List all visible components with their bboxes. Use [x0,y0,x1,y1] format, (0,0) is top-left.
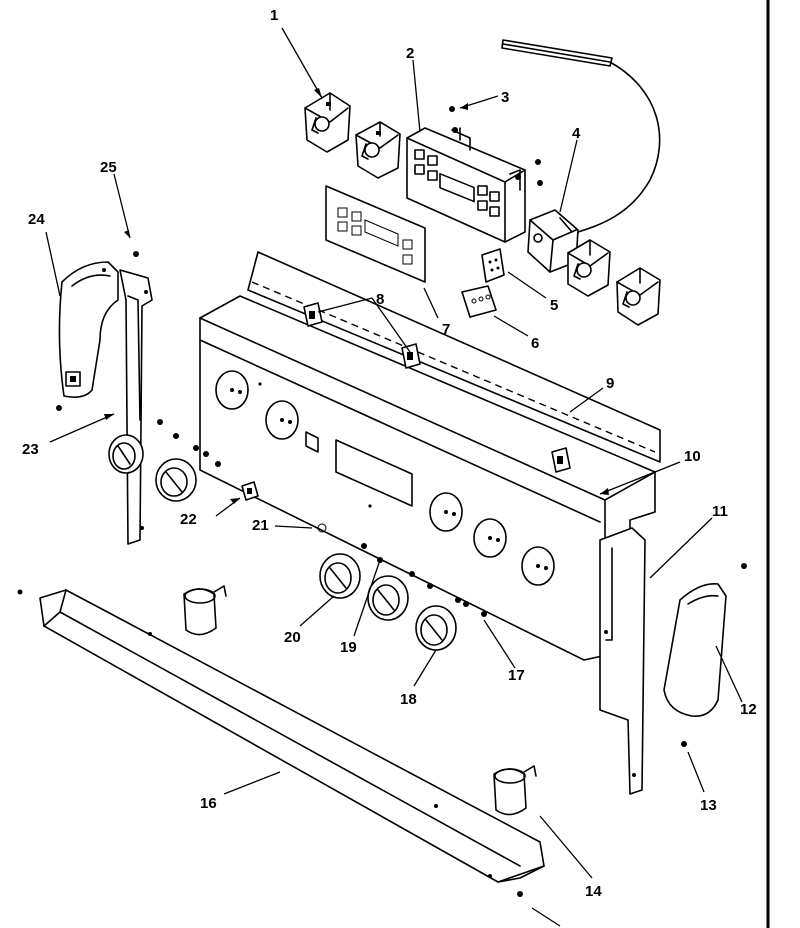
callout-19: 19 [340,639,357,656]
part-1-infinite-switch-2 [355,121,401,179]
screw-25 [133,251,139,257]
callout-14: 14 [585,883,602,900]
part-3-screws [449,106,543,186]
part-2-clock-control [406,127,526,243]
part-14-knob-bushing-lower [493,765,537,816]
callout-21: 21 [252,517,269,534]
infinite-switch-right-2 [616,267,661,326]
callout-10: 10 [684,448,701,465]
callout-22: 22 [180,511,197,528]
part-10-console-panel [199,295,656,661]
callout-6: 6 [531,335,539,352]
infinite-switch-right-1 [567,239,611,297]
screw-13 [681,741,687,747]
callout-5: 5 [550,297,558,314]
part-14-knob-bushing-upper [183,585,227,636]
screw-right-cap [741,563,747,569]
part-4-cable [502,43,661,233]
screw-24 [56,405,62,411]
callout-3: 3 [501,89,509,106]
knob-left-lower [155,458,197,502]
part-5-board [481,248,505,283]
part-16-bottom-trim [17,589,545,883]
callout-1: 1 [270,7,278,24]
part-6-keypad-membrane [461,285,497,318]
callout-16: 16 [200,795,217,812]
callout-20: 20 [284,629,301,646]
part-20-knob [319,553,361,599]
panel-screws [157,419,487,617]
callout-4: 4 [572,125,581,142]
part-19-knob [367,575,409,621]
callout-labels: 1 2 3 4 5 6 7 8 9 10 11 12 13 14 16 17 1… [22,7,757,900]
callout-11: 11 [712,503,728,520]
part-21-plug [317,523,327,533]
callout-7: 7 [442,321,450,338]
callout-25: 25 [100,159,117,176]
callout-23: 23 [22,441,39,458]
callout-17: 17 [508,667,525,684]
part-1-infinite-switch [304,92,351,153]
callout-13: 13 [700,797,717,814]
callout-8: 8 [376,291,384,308]
part-23-side-bracket-left [119,269,153,545]
callout-2: 2 [406,45,414,62]
callout-24: 24 [28,211,45,228]
callout-9: 9 [606,375,614,392]
part-12-end-cap-right [663,583,727,717]
screw-bottom [517,891,523,897]
part-18-knob [415,605,457,651]
part-24-end-cap-left [58,261,119,398]
part-8-rocker-switches [303,302,571,473]
callout-18: 18 [400,691,417,708]
knob-23-area [108,434,144,474]
leader-lines [45,27,743,927]
part-11-side-bracket-right [599,527,646,795]
callout-12: 12 [740,701,757,718]
part-7-overlay [325,185,426,283]
part-22-switch [241,481,259,501]
